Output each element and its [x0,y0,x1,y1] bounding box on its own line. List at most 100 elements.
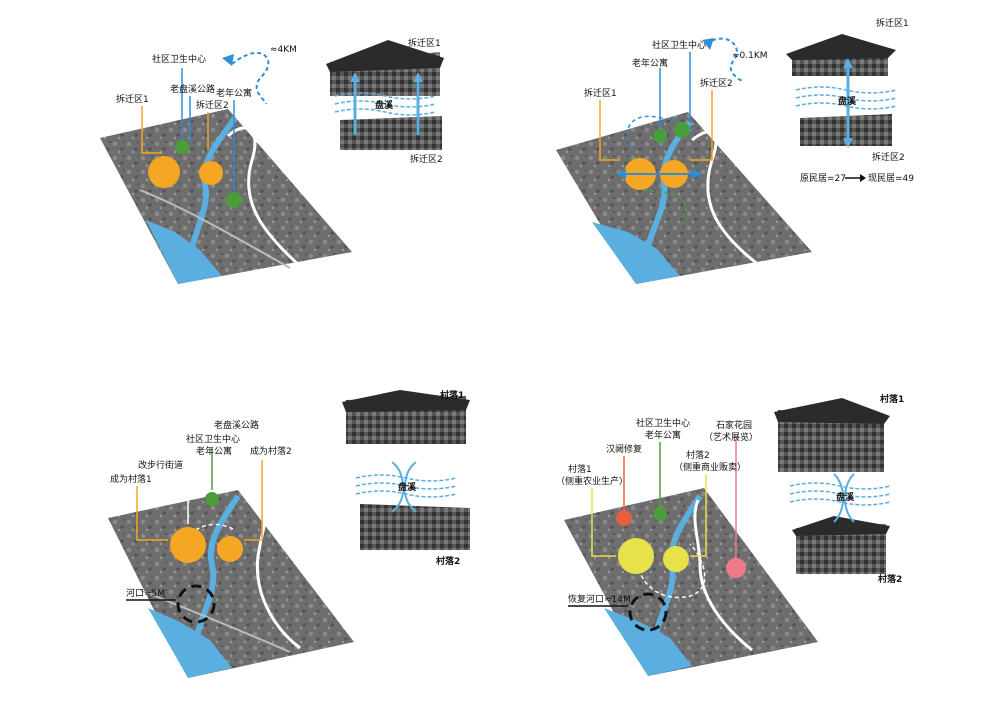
panel-1: 社区卫生中心 ≈4KM 老盘溪公路 拆迁区1 拆迁区2 老年公寓 盘溪 拆迁区1… [100,37,444,284]
label-health-center: 社区卫生中心 [152,53,206,65]
inset-wave-3 [334,108,436,116]
wetland-node [616,510,632,526]
inset-stream-label: 盘溪 [836,491,855,503]
village2-node [663,546,689,572]
inset-wave-2 [334,100,436,108]
inset-photo-top [778,410,884,472]
leader-village2 [244,460,263,541]
arrow-head-icon [702,38,714,50]
estuary-marker [628,592,668,632]
elderly-node [653,129,667,143]
pedestrian-path [189,523,236,535]
inset-roof-bottom [792,516,890,536]
label-village2: 村落2 [686,449,710,461]
terrain-map [556,112,812,284]
water-bay [148,608,232,678]
inset-2: 盘溪 拆迁区1 拆迁区2 原民居=27 现民居=49 [786,17,914,184]
loop-route [626,115,694,149]
inset-stream-label: 盘溪 [375,99,394,111]
estuary-marker [176,584,216,624]
road-line [255,493,301,650]
leader-village1 [591,488,616,557]
village2-node [217,536,243,562]
label-zone1: 拆迁区1 [584,87,617,99]
arrow-head-icon [222,54,234,66]
inset-bottom-label: 拆迁区2 [410,153,443,165]
label-estuary: 河口≈5M [126,587,165,599]
inset-bottom-label: 村落2 [436,555,460,567]
water-bay [604,608,692,676]
health-node [674,122,690,138]
inset-wave-1 [795,86,897,94]
label-wetland: 汉阙修复 [606,443,642,455]
garden-node [726,558,746,578]
label-health-center: 社区卫生中心 [186,433,240,445]
inset-top-label: 拆迁区1 [408,37,441,49]
inset-wave-3 [789,498,891,506]
road-line [691,130,761,268]
label-health-center: 社区卫生中心 [652,39,706,51]
label-old-road: 老盘溪公路 [170,83,215,95]
label-village2: 成为村落2 [250,445,292,457]
label-distance: ≈0.1KM [732,51,768,61]
exchange-arrow-head-left [616,169,626,179]
leader-zone1 [599,100,620,161]
zone2-node [199,161,223,185]
health-node [653,507,667,521]
inset-top-label: 村落1 [440,389,464,401]
inset-stream-label: 盘溪 [838,95,857,107]
label-zone2: 拆迁区2 [700,77,733,89]
inset-top-label: 村落1 [880,393,904,405]
inset-roof-top [342,390,470,412]
inset-roof-top [786,34,896,60]
route-arrow [231,51,270,105]
stream-line [185,116,238,263]
leader-zone2 [690,90,713,161]
highway-line [139,589,291,653]
stream-line [193,494,241,641]
inset-photo-bottom [796,524,886,574]
inset-wave-1 [334,92,436,100]
label-garden: 石家花园 [716,419,752,431]
water-bay [146,220,222,284]
label-village1: 村落1 [568,463,592,475]
label-pedestrian: 改步行街道 [138,459,183,471]
label-health-center: 社区卫生中心 [636,417,690,429]
leader-zone1 [141,106,162,154]
leader-village1 [136,486,168,541]
inset-wave-2 [795,94,897,102]
health-node [205,492,219,506]
inset-wave-2 [789,490,891,498]
inset-arrow-down-head [843,138,853,148]
road-line [693,499,753,652]
village1-node [618,538,654,574]
label-village1-note: （侧重农业生产） [556,475,628,487]
panel-4: 社区卫生中心 老年公寓 石家花园 （艺术展览） 汉阙修复 村落2 （侧重商业贩卖… [556,393,904,676]
residents-arrow-head [860,174,866,182]
inset-3: 盘溪 村落1 村落2 [342,389,470,567]
inset-roof-top [326,40,444,72]
inset-arrow-left-head [350,72,360,82]
zone1-node [148,156,180,188]
inset-wave-2 [355,482,457,490]
terrain-map [564,488,818,676]
inset-4: 盘溪 村落1 村落2 [774,393,904,585]
label-elderly: 老年公寓 [632,57,668,69]
label-distance: ≈4KM [270,45,297,55]
inset-funnel-bottom [833,497,855,523]
label-elderly: 老年公寓 [216,87,252,99]
inset-roof-top [774,398,890,424]
panel-2: 社区卫生中心 ≈0.1KM 老年公寓 拆迁区1 拆迁区2 盘溪 拆迁区1 拆迁区… [556,17,914,284]
inset-bottom-label: 村落2 [878,573,902,585]
inset-stream-label: 盘溪 [398,481,417,493]
leader-village2 [690,474,707,557]
inset-1: 盘溪 拆迁区1 拆迁区2 [326,37,444,165]
inset-photo-bottom [360,504,470,550]
label-garden-note: （艺术展览） [704,431,758,443]
village1-node [170,527,206,563]
label-zone2: 拆迁区2 [196,99,229,111]
inset-arrow-up-head [843,58,853,68]
inset-photo-bottom [800,114,892,146]
residents-before: 原民居=27 [800,173,846,184]
